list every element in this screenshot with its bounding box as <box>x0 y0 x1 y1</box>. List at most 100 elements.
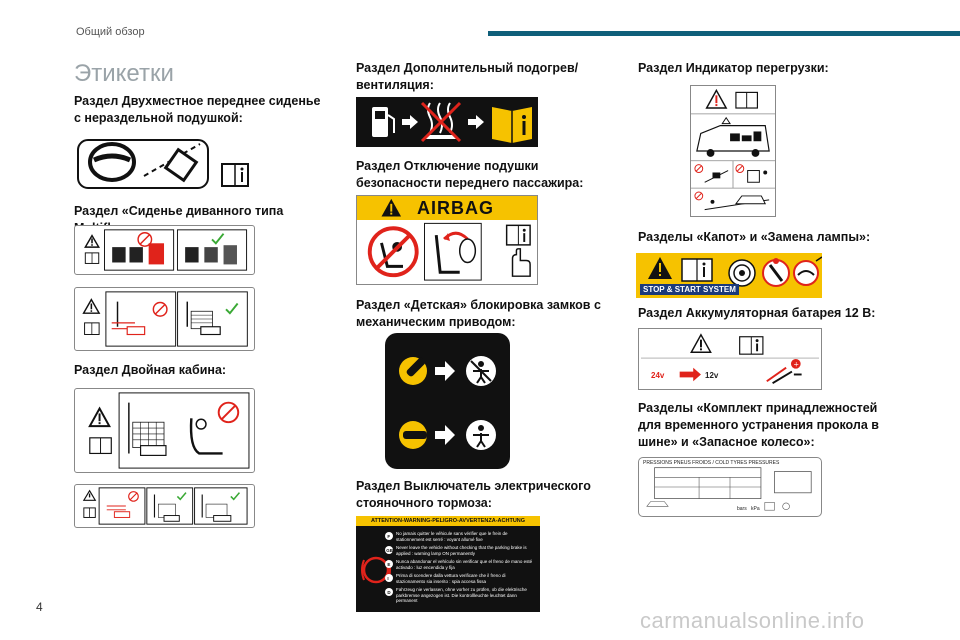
slope-prohibited-icon <box>694 191 770 211</box>
warning-triangle-icon <box>690 333 712 353</box>
arrow-right-icon <box>435 361 455 381</box>
seat-folded-prohibited-icon <box>111 301 168 336</box>
pb-line-fr: No jamais quitter le véhicule sans vérif… <box>396 531 508 542</box>
airbag-deploy-icon <box>434 231 477 274</box>
warning-triangle-icon <box>84 234 100 248</box>
fuel-pump-icon <box>372 107 395 137</box>
tyre-units-bars: bars <box>737 506 747 512</box>
label-front-seat <box>74 138 254 192</box>
label-child-lock <box>385 333 510 469</box>
seat-upright-ok-icon <box>186 301 239 336</box>
lock-engaged-icon <box>399 357 427 385</box>
page-number: 4 <box>36 600 43 614</box>
airbag-steering-icon <box>77 139 209 189</box>
battery-12v-label: 12v <box>705 371 719 380</box>
manual-book-icon <box>739 336 764 355</box>
unload-prohibited-icon <box>735 164 768 183</box>
pb-line-es: Nunca abandonar el vehículo sin verifica… <box>396 559 533 570</box>
label-double-cab-1 <box>74 388 255 473</box>
label-airbag: AIRBAG <box>356 195 538 285</box>
label-overload <box>690 85 776 217</box>
manual-book-icon <box>84 322 100 335</box>
language-badge-f: F <box>387 534 390 539</box>
arrow-right-icon <box>468 115 484 129</box>
label-hood-lamp: STOP & START SYSTEM <box>636 253 822 298</box>
battery-24v-label: 24v <box>651 371 665 380</box>
heading-hood-lamp: Разделы «Капот» и «Замена лампы»: <box>638 230 871 244</box>
manual-book-icon <box>492 107 532 143</box>
car-tyre-icon <box>646 501 669 507</box>
hand-point-icon <box>511 248 531 277</box>
passenger-prohibited-icon <box>189 401 240 455</box>
tyre-pressure-header: PRESSIONS PNEUS FROIDS / COLD TYRES PRES… <box>643 460 780 466</box>
airbag-label: AIRBAG <box>417 198 494 218</box>
manual-book-icon <box>83 507 96 518</box>
warning-triangle-icon <box>82 489 97 501</box>
seat-children-prohibited-icon <box>112 232 165 265</box>
language-badge-d: D <box>387 590 391 595</box>
pb-line-it: Prima di scendere dalla vettura verifica… <box>396 573 506 584</box>
heading-parking-brake: Раздел Выключатель электрического стояно… <box>356 479 591 510</box>
label-heating <box>356 97 538 147</box>
language-badges: F GB E I D <box>385 532 394 596</box>
page-title: Этикетки <box>74 60 174 87</box>
manual-book-icon <box>89 437 112 455</box>
arrow-right-icon <box>402 115 418 129</box>
hand-fan-prohibited-icon <box>762 258 790 287</box>
label-battery: + 24v 12v <box>638 328 822 390</box>
manual-book-icon <box>84 252 100 264</box>
manual-book-icon <box>764 502 775 511</box>
van-loaded-icon <box>696 116 770 157</box>
language-badge-e: E <box>387 562 390 567</box>
seat-children-ok-icon <box>185 233 237 265</box>
heading-airbag: Раздел Отключение подушки безопасности п… <box>356 159 584 190</box>
parking-brake-header: ATTENTION-WARNING-PELIGRO-AVVERTENZA-ACH… <box>356 516 540 526</box>
pb-line-gb: Never leave the vehicle without checking… <box>396 545 527 556</box>
header-accent-bar <box>488 31 960 36</box>
heading-overload: Раздел Индикатор перегрузки: <box>638 61 829 75</box>
header-section: Общий обзор <box>76 26 145 38</box>
heading-child-lock: Раздел «Детская» блокировка замков с мех… <box>356 298 601 329</box>
rear-seat-cargo-icon <box>128 402 167 456</box>
heading-double-cab: Раздел Двойная кабина: <box>74 363 227 377</box>
warning-triangle-icon <box>82 298 101 314</box>
config-prohibited-icon <box>106 491 139 518</box>
warning-triangle-icon <box>88 406 111 428</box>
config-ok-icon <box>153 492 187 522</box>
language-badge-gb: GB <box>386 548 394 553</box>
heading-heating: Раздел Дополнительный подогрев/ вентиляц… <box>356 61 579 92</box>
arrow-right-icon <box>435 425 455 445</box>
manual-book-icon <box>221 163 249 187</box>
heater-prohibited-icon <box>420 101 462 143</box>
child-allowed-icon <box>466 420 496 450</box>
stop-start-label: STOP & START SYSTEM <box>640 284 739 295</box>
label-multiflex-1 <box>74 225 255 275</box>
warning-triangle-icon <box>648 257 672 279</box>
watermark: carmanualsonline.info <box>640 608 865 633</box>
heading-front-seat: Раздел Двухместное переднее сиденье с не… <box>74 94 321 125</box>
arrow-right-icon <box>679 367 701 382</box>
jump-leads-icon: + <box>766 359 802 385</box>
heading-battery: Раздел Аккумуляторная батарея 12 В: <box>638 306 876 320</box>
pb-line-de: Fahrzeug nie verlassen, ohne vorher zu p… <box>396 587 527 603</box>
label-tyre-pressure: PRESSIONS PNEUS FROIDS / COLD TYRES PRES… <box>638 457 822 517</box>
language-badge-i: I <box>387 576 388 581</box>
belt-prohibited-icon <box>793 256 822 286</box>
label-multiflex-2 <box>74 287 255 351</box>
label-parking-brake: ATTENTION-WARNING-PELIGRO-AVVERTENZA-ACH… <box>356 516 540 612</box>
config-ok-icon <box>201 492 241 522</box>
manual-book-icon <box>735 91 759 109</box>
child-seat-prohibited-icon <box>367 226 419 278</box>
manual-book-icon <box>505 224 531 246</box>
unload-prohibited-icon <box>694 164 729 183</box>
label-double-cab-2 <box>74 484 255 528</box>
child-prohibited-icon <box>466 356 496 386</box>
heading-tyre-kit: Разделы «Комплект принадлежностей для вр… <box>638 401 879 449</box>
tyre-units-kpa: kPa <box>751 506 760 512</box>
svg-text:+: + <box>793 360 799 368</box>
manual-book-icon <box>681 258 713 282</box>
warning-triangle-icon <box>705 88 728 109</box>
warning-triangle-icon <box>381 198 402 217</box>
info-icon <box>782 502 790 511</box>
lock-released-icon <box>399 421 427 449</box>
